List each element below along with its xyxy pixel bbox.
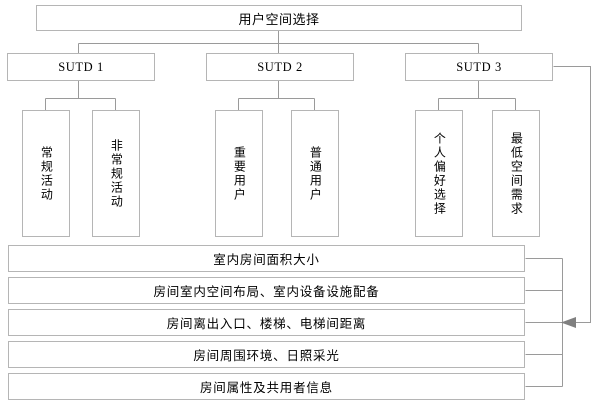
leaf-node-normal-user[interactable]: 普通用户 xyxy=(291,110,339,237)
leaf-label: 最低空间需求 xyxy=(509,131,524,216)
leaf-label: 常规活动 xyxy=(39,145,54,202)
level2-node-sutd3[interactable]: SUTD 3 xyxy=(405,53,553,81)
root-node[interactable]: 用户空间选择 xyxy=(36,5,522,31)
level2-node-sutd2[interactable]: SUTD 2 xyxy=(206,53,354,81)
level2-node-sutd1[interactable]: SUTD 1 xyxy=(7,53,155,81)
attribute-bar-layout-equipment[interactable]: 房间室内空间布局、室内设备设施配备 xyxy=(8,277,525,304)
leaf-label: 普通用户 xyxy=(308,145,323,202)
leaf-node-nonroutine-activity[interactable]: 非常规活动 xyxy=(92,110,140,237)
line-feedback-path xyxy=(553,66,591,323)
attribute-bar-room-area[interactable]: 室内房间面积大小 xyxy=(8,245,525,272)
arrow-head-icon xyxy=(561,317,576,328)
leaf-node-routine-activity[interactable]: 常规活动 xyxy=(22,110,70,237)
attribute-bar-distance-entrance-stairs-elevator[interactable]: 房间离出入口、楼梯、电梯间距离 xyxy=(8,309,525,336)
leaf-label: 个人偏好选择 xyxy=(432,131,447,216)
leaf-node-minimum-space-demand[interactable]: 最低空间需求 xyxy=(492,110,540,237)
leaf-node-personal-preference[interactable]: 个人偏好选择 xyxy=(415,110,463,237)
attribute-bar-room-property-sharers[interactable]: 房间属性及共用者信息 xyxy=(8,373,525,400)
leaf-label: 非常规活动 xyxy=(109,138,124,209)
leaf-node-important-user[interactable]: 重要用户 xyxy=(215,110,263,237)
leaf-label: 重要用户 xyxy=(232,145,247,202)
attribute-bar-environment-daylight[interactable]: 房间周围环境、日照采光 xyxy=(8,341,525,368)
